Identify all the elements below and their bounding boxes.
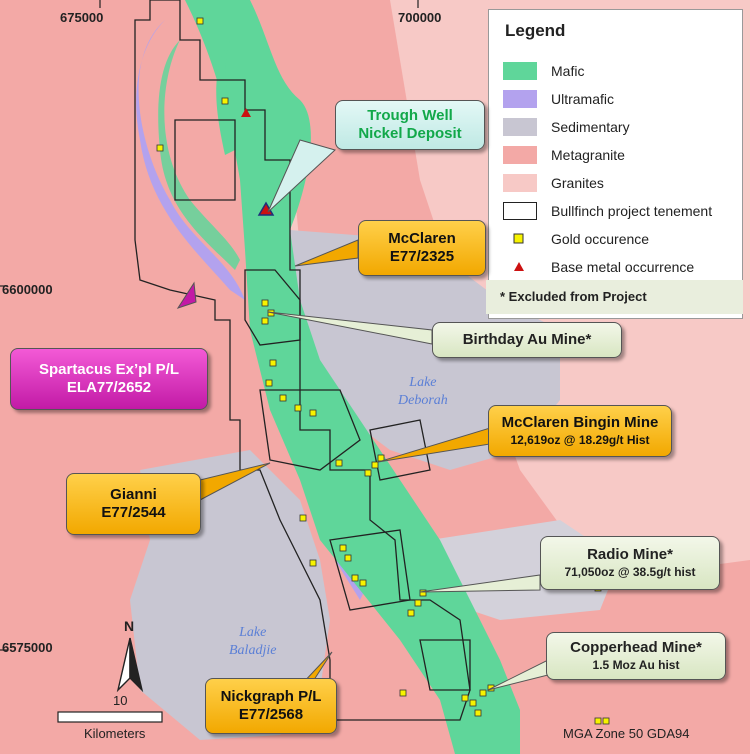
tenement-mid bbox=[259, 389, 361, 471]
legend-title: Legend bbox=[505, 21, 566, 40]
legend-item-sedimentary: Sedimentary bbox=[489, 116, 744, 138]
callout-bingin: McClaren Bingin Mine 12,619oz @ 18.29g/t… bbox=[488, 405, 672, 457]
legend-item-granites: Granites bbox=[489, 172, 744, 194]
legend-note: * Excluded from Project bbox=[486, 280, 743, 314]
callout-line1: Nickgraph P/L bbox=[220, 688, 322, 705]
callout-line1: Gianni bbox=[110, 486, 157, 503]
callout-nickgraph: Nickgraph P/L E77/2568 bbox=[205, 678, 337, 734]
legend-label: Base metal occurrence bbox=[551, 259, 695, 275]
legend-item-ultramafic: Ultramafic bbox=[489, 88, 744, 110]
swatch-ultramafic bbox=[503, 90, 537, 108]
base-metal-north bbox=[241, 108, 251, 117]
callout-pointers bbox=[176, 139, 549, 691]
callout-line2: E77/2544 bbox=[101, 504, 166, 521]
datum-label: MGA Zone 50 GDA94 bbox=[563, 726, 690, 741]
legend-item-gold: Gold occurence bbox=[489, 228, 744, 250]
coordinate-ticks bbox=[0, 0, 419, 651]
callout-line1: Birthday Au Mine* bbox=[462, 331, 592, 348]
north-arrow-icon bbox=[116, 637, 144, 693]
swatch-mafic bbox=[503, 62, 537, 80]
callout-copperhead: Copperhead Mine* 1.5 Moz Au hist bbox=[546, 632, 726, 680]
legend-label: Gold occurence bbox=[551, 231, 650, 247]
coord-y-6600000: 6600000 bbox=[2, 282, 53, 297]
scale-bar bbox=[57, 711, 163, 723]
ultramafic-arc bbox=[136, 20, 245, 300]
lake-baladjie-label: Lake Baladjie bbox=[229, 624, 276, 660]
swatch-granites bbox=[503, 174, 537, 192]
lake-baladjie-line2: Baladjie bbox=[229, 643, 277, 658]
callout-line2: E77/2568 bbox=[238, 706, 304, 723]
tenement-block-north bbox=[174, 119, 236, 201]
tenement-birthday bbox=[244, 269, 301, 346]
callout-line1: McClaren bbox=[388, 230, 456, 247]
callout-radio: Radio Mine* 71,050oz @ 38.5g/t hist bbox=[540, 536, 720, 590]
legend-panel: Legend Mafic Ultramafic Sedimentary Meta… bbox=[488, 9, 743, 319]
coord-x-675000: 675000 bbox=[60, 10, 104, 25]
legend-label: Metagranite bbox=[551, 147, 625, 163]
gold-occurrences bbox=[156, 17, 610, 725]
lake-deborah-line2: Deborah bbox=[398, 393, 448, 408]
legend-label: Sedimentary bbox=[551, 119, 630, 135]
mafic-belt bbox=[185, 0, 520, 754]
tenement-main bbox=[134, 0, 471, 721]
callout-line1: McClaren Bingin Mine bbox=[501, 414, 659, 431]
north-label: N bbox=[124, 618, 135, 634]
callout-trough-well: Trough Well Nickel Deposit bbox=[335, 100, 485, 150]
legend-label: Bullfinch project tenement bbox=[551, 203, 713, 219]
callout-line2: Nickel Deposit bbox=[358, 125, 462, 142]
callout-line2: 12,619oz @ 18.29g/t Hist bbox=[510, 433, 650, 447]
legend-item-base-metal: Base metal occurrence bbox=[489, 256, 744, 278]
swatch-sedimentary bbox=[503, 118, 537, 136]
tenement-radio bbox=[329, 529, 411, 611]
lake-deborah-line1: Lake bbox=[409, 375, 437, 390]
callout-gianni: Gianni E77/2544 bbox=[66, 473, 201, 535]
mafic-arc-inner bbox=[158, 40, 240, 270]
swatch-metagranite bbox=[503, 146, 537, 164]
callout-spartacus: Spartacus Ex’pl P/L ELA77/2652 bbox=[10, 348, 208, 410]
scale-value: 10 bbox=[113, 693, 128, 708]
callout-mcclaren: McClaren E77/2325 bbox=[358, 220, 486, 276]
lake-deborah-label: Lake Deborah bbox=[398, 374, 448, 410]
legend-label: Granites bbox=[551, 175, 604, 191]
coord-x-700000: 700000 bbox=[398, 10, 442, 25]
legend-label: Ultramafic bbox=[551, 91, 615, 107]
red-triangle-icon bbox=[514, 262, 524, 271]
scale-unit: Kilometers bbox=[84, 726, 146, 741]
callout-line2: E77/2325 bbox=[389, 248, 455, 265]
lake-baladjie-line1: Lake bbox=[239, 625, 267, 640]
callout-line2: 71,050oz @ 38.5g/t hist bbox=[564, 565, 696, 579]
callout-line1: Spartacus Ex’pl P/L bbox=[38, 361, 180, 378]
mafic-sliver bbox=[216, 40, 235, 155]
legend-item-metagranite: Metagranite bbox=[489, 144, 744, 166]
outline-box-icon bbox=[503, 202, 537, 220]
callout-line1: Trough Well bbox=[367, 107, 453, 124]
callout-line1: Radio Mine* bbox=[587, 546, 673, 563]
legend-label: Mafic bbox=[551, 63, 585, 79]
tenement-copperhead bbox=[419, 639, 471, 691]
callout-line1: Copperhead Mine* bbox=[570, 639, 702, 656]
legend-item-mafic: Mafic bbox=[489, 60, 744, 82]
coord-y-6575000: 6575000 bbox=[2, 640, 53, 655]
yellow-square-icon bbox=[513, 233, 524, 244]
legend-item-tenement: Bullfinch project tenement bbox=[489, 200, 744, 222]
callout-line2: ELA77/2652 bbox=[66, 379, 152, 396]
callout-birthday: Birthday Au Mine* bbox=[432, 322, 622, 358]
callout-line2: 1.5 Moz Au hist bbox=[592, 658, 680, 672]
